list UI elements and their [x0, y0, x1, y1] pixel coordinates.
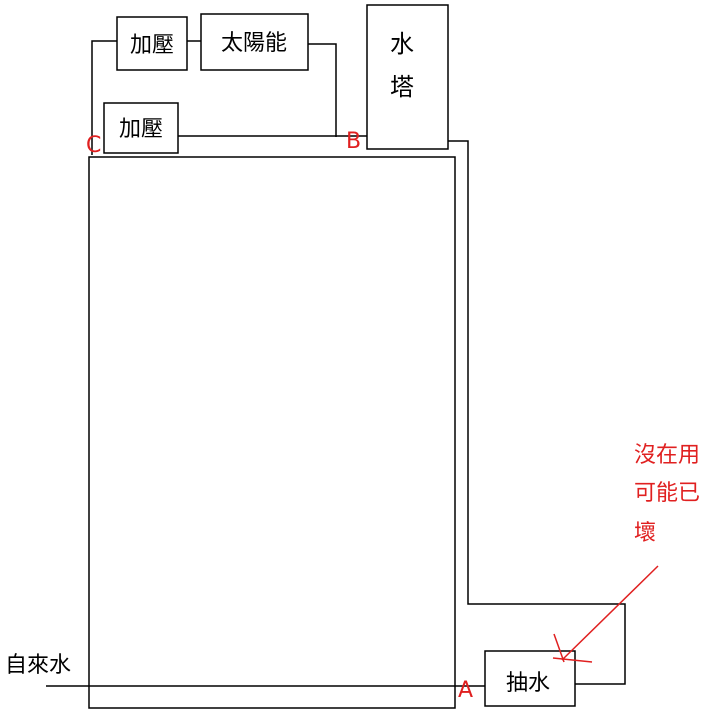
annotation-line-1: 沒在用 — [634, 443, 700, 468]
point-a-label: A — [458, 678, 473, 703]
pipe-tower-to-pump — [448, 140, 626, 685]
point-b-label: B — [346, 129, 361, 154]
tap-water-label: 自來水 — [5, 653, 71, 678]
point-c-label: C — [86, 133, 101, 158]
broken-mark-2 — [552, 657, 593, 663]
pump-box — [484, 650, 576, 707]
water-tower-label-2: 塔 — [390, 73, 414, 101]
annotation-arrow — [561, 565, 659, 661]
pipe-c-to-top-pressurizer — [91, 40, 117, 155]
pressurizer-left-label: 加壓 — [119, 117, 163, 142]
annotation-line-3: 壞 — [634, 521, 656, 546]
pressurizer-top-box — [116, 16, 188, 71]
solar-label: 太陽能 — [221, 31, 287, 56]
annotation-line-2: 可能已 — [634, 481, 700, 506]
building-outline — [88, 156, 456, 709]
solar-box — [200, 13, 309, 71]
broken-mark-1 — [553, 633, 565, 663]
pressurizer-top-label: 加壓 — [130, 33, 174, 58]
pressurizer-left-box — [103, 102, 179, 154]
pipe-solar-to-b — [308, 43, 337, 137]
water-tower-box — [366, 4, 449, 150]
water-tower-label-1: 水 — [390, 30, 414, 58]
pump-label: 抽水 — [506, 671, 550, 696]
